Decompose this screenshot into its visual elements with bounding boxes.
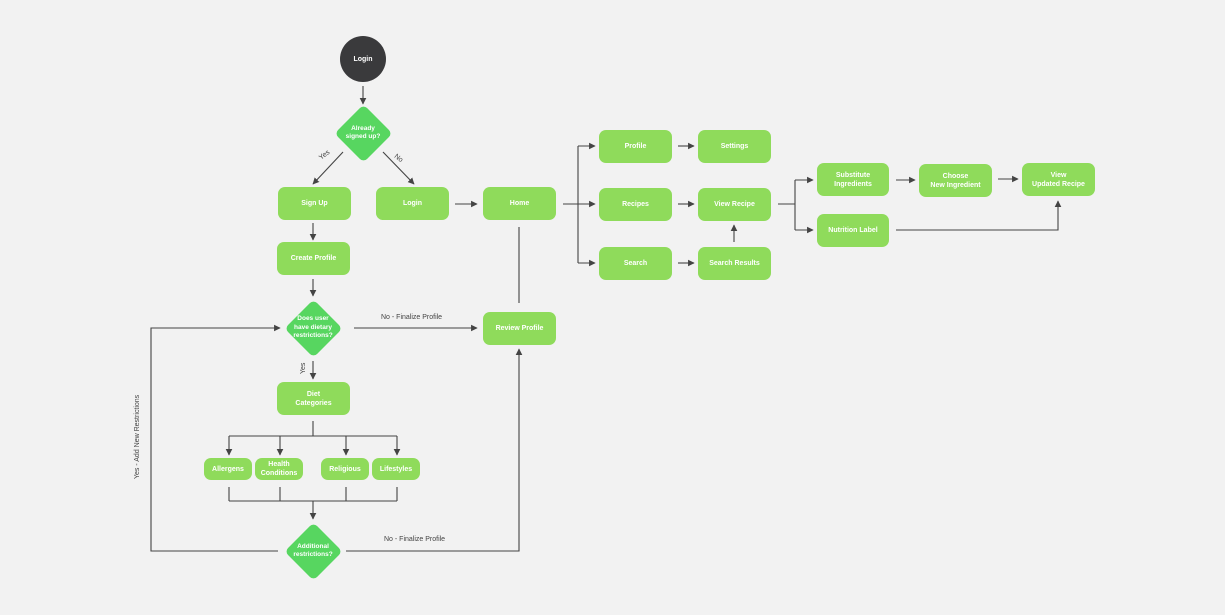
already-signed-up-decision: Already signed up? [333,103,393,163]
dietary-restrictions-decision: Does user have dietary restrictions? [283,298,343,358]
connector-nutrition-to-updated [896,200,1062,231]
home-node: Home [483,187,556,220]
edge-label-yes-diet: Yes [300,362,307,374]
decision-label: Does user have dietary restrictions? [293,315,333,340]
edge-label-no-finalize-profile-1: No - Finalize Profile [381,314,443,321]
view-updated-recipe-node: View Updated Recipe [1022,163,1095,196]
connector-signed-up-to-signup [312,151,344,185]
allergens-node: Allergens [204,458,252,480]
diet-categories-node: Diet Categories [277,382,350,415]
login-node: Login [376,187,449,220]
choose-new-ingredient-node: Choose New Ingredient [919,164,992,197]
search-results-node: Search Results [698,247,771,280]
sign-up-node: Sign Up [278,187,351,220]
connector-signed-up-to-login [382,151,415,185]
health-conditions-node: Health Conditions [255,458,303,480]
religious-node: Religious [321,458,369,480]
nutrition-label-node: Nutrition Label [817,214,889,247]
create-profile-node: Create Profile [277,242,350,275]
settings-node: Settings [698,130,771,163]
connector-additional-to-review [346,348,523,552]
connector-categories-merge [228,487,398,502]
decision-label: Already signed up? [345,124,381,141]
lifestyles-node: Lifestyles [372,458,420,480]
substitute-ingredients-node: Substitute Ingredients [817,163,889,196]
edge-label-yes-add-new-restrictions: Yes - Add New Restrictions [134,394,141,479]
decision-label: Additional restrictions? [293,542,333,559]
connector-additional-loop-back [150,324,281,552]
recipes-node: Recipes [599,188,672,221]
connector-diet-categories-branch [229,421,397,437]
connector-home-branch [563,146,579,263]
review-profile-node: Review Profile [483,312,556,345]
profile-node: Profile [599,130,672,163]
login-start-node: Login [340,36,386,82]
view-recipe-node: View Recipe [698,188,771,221]
connector-view-recipe-branch [778,180,796,230]
edge-label-no-finalize-profile-2: No - Finalize Profile [384,536,446,543]
additional-restrictions-decision: Additional restrictions? [283,521,343,581]
search-node: Search [599,247,672,280]
